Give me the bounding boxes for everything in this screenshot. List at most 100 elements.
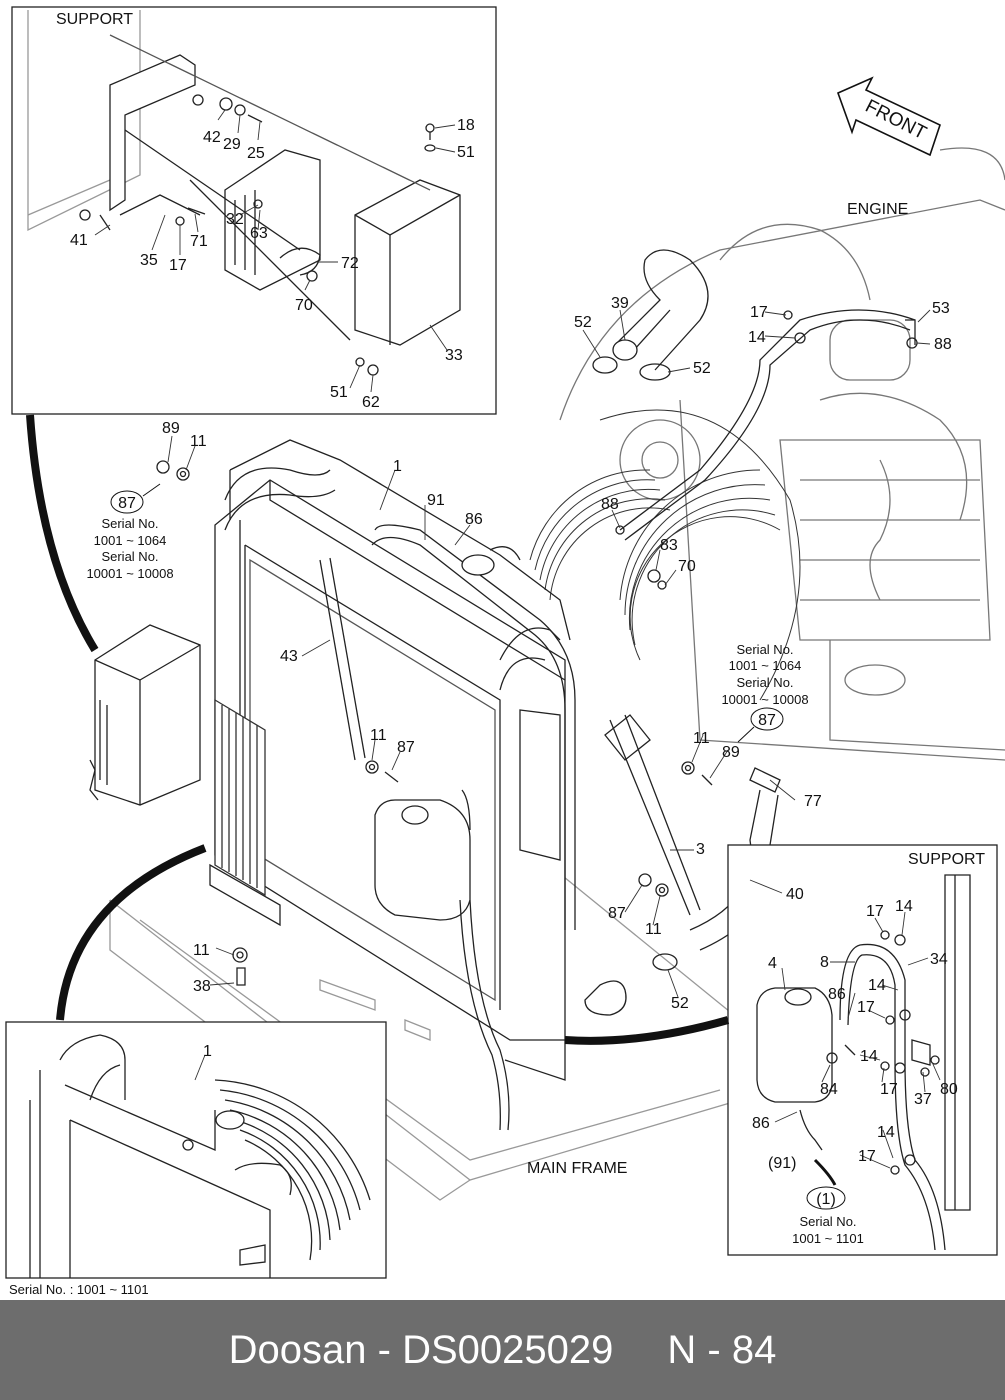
callout-arc-bottom [56,844,207,1021]
part-83: 83 [660,537,678,554]
parts-diagram: SUPPORT SUPPORT Serial No. : 1001 ~ 1101… [5,6,1005,1297]
front-arrow-icon [836,76,941,157]
part-42: 42 [203,129,221,146]
ref-circle-87a: 87 [110,483,161,514]
inset-bottom-left-caption: Serial No. : 1001 ~ 1101 [9,1282,149,1297]
part-52: 52 [574,314,592,331]
part-40: 40 [786,886,804,903]
part-38: 38 [193,978,211,995]
footer-bar: Doosan - DS0025029 N - 84 [0,1300,1005,1400]
part-11: 11 [693,730,710,747]
svg-text:Serial No.: Serial No. [736,642,793,657]
part-63: 63 [250,225,268,242]
clamp-52b [639,363,671,381]
part-91: 91 [427,492,445,509]
callout-arc-right [564,1016,730,1045]
svg-text:1001 ~ 1064: 1001 ~ 1064 [729,658,802,673]
part-87: 87 [397,739,415,756]
part-77: 77 [804,793,822,810]
part-72: 72 [341,255,359,272]
part-34: 34 [930,951,948,968]
inset-bottom-left [5,1021,387,1279]
part-3: 3 [696,841,705,858]
part-1: 1 [203,1043,212,1060]
part-70: 70 [295,297,313,314]
part-80: 80 [940,1081,958,1098]
part-17: 17 [858,1148,876,1165]
diagram-svg: SUPPORT SUPPORT Serial No. : 1001 ~ 1101… [5,6,1005,1297]
part-70: 70 [678,558,696,575]
fasteners [156,310,918,986]
part-14: 14 [748,329,766,346]
callout-arrow-1 [813,1158,837,1186]
part-84: 84 [820,1081,838,1098]
part-11: 11 [193,942,210,959]
part-89: 89 [162,420,180,437]
engine-drawing [559,147,1005,761]
svg-text:Serial No.: Serial No. [799,1214,856,1229]
part-17: 17 [750,304,768,321]
part-17: 17 [169,257,187,274]
hose-53 [619,309,916,541]
part-14: 14 [877,1124,895,1141]
ref-circle-87b: 87 [737,707,784,743]
svg-text:Serial No.: Serial No. [736,675,793,690]
callout-arc-top [26,414,99,653]
part-4: 4 [768,955,777,972]
part-71: 71 [190,233,208,250]
part-17: 17 [866,903,884,920]
part-86: 86 [752,1115,770,1132]
part-86: 86 [465,511,483,528]
part-17: 17 [880,1081,898,1098]
part-52: 52 [693,360,711,377]
part-43: 43 [280,648,298,665]
part-53: 53 [932,300,950,317]
svg-text:10001 ~ 10008: 10001 ~ 10008 [721,692,808,707]
serial-note-right: Serial No. 1001 ~ 1064 Serial No. 10001 … [721,642,808,707]
radiator-assembly [209,439,779,1131]
part-29: 29 [223,136,241,153]
part-51: 51 [457,144,475,161]
part-89: 89 [722,744,740,761]
part-52: 52 [671,995,689,1012]
part-25: 25 [247,145,265,162]
ref-circle-1: (1) [806,1186,846,1210]
part-32: 32 [226,211,244,228]
inset-right-title: SUPPORT [908,851,985,868]
svg-text:87: 87 [758,712,776,729]
part-35: 35 [140,252,158,269]
part-8: 8 [820,954,829,971]
part-14: 14 [868,977,886,994]
fan-drawing [529,409,801,701]
part-18: 18 [457,117,475,134]
leader-lines [94,109,941,1169]
clamp-52c [652,953,678,971]
ref-91: (91) [768,1155,796,1172]
part-14: 14 [895,898,913,915]
part-14: 14 [860,1048,878,1065]
part-11: 11 [190,433,207,450]
controller-box-drawing [89,624,201,806]
svg-text:(1): (1) [816,1191,836,1208]
svg-text:10001 ~ 10008: 10001 ~ 10008 [86,566,173,581]
svg-text:1001 ~ 1064: 1001 ~ 1064 [94,533,167,548]
serial-note-left: Serial No. 1001 ~ 1064 Serial No. 10001 … [86,516,173,581]
part-88: 88 [601,496,619,513]
inset-top-left-title: SUPPORT [56,11,133,28]
engine-label: ENGINE [847,201,908,218]
main-frame-label: MAIN FRAME [527,1160,627,1177]
part-11: 11 [645,921,662,938]
svg-text:87: 87 [118,495,136,512]
clamp-52a [592,356,618,374]
part-11: 11 [370,727,387,744]
inset-right [727,844,998,1256]
part-87: 87 [608,905,626,922]
part-number-labels: 18 51 42 29 25 32 63 41 35 17 71 72 70 3… [70,117,958,1165]
part-1: 1 [393,458,402,475]
part-41: 41 [70,232,88,249]
part-88: 88 [934,336,952,353]
svg-text:Serial No.: Serial No. [101,516,158,531]
part-39: 39 [611,295,629,312]
part-17: 17 [857,999,875,1016]
svg-text:Serial No.: Serial No. [101,549,158,564]
